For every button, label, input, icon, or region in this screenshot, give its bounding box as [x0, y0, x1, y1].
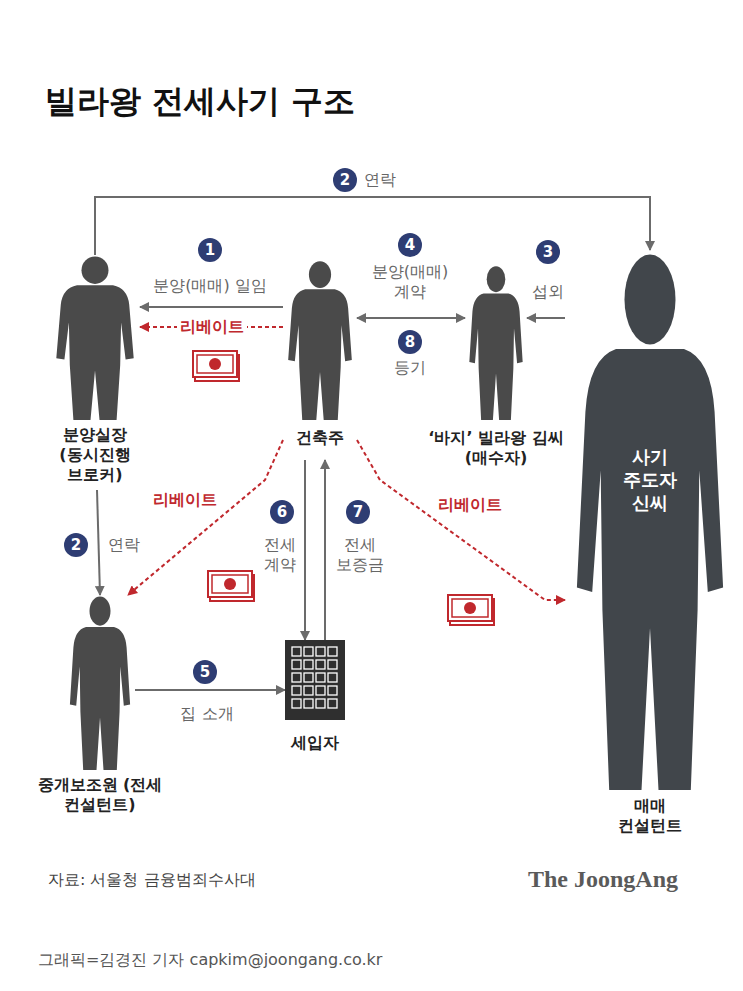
money-icon [208, 571, 254, 601]
building-window [304, 647, 313, 656]
callout-number: 3 [536, 240, 560, 264]
building-window [316, 647, 325, 656]
building-window [328, 647, 337, 656]
edge-label: 분양(매매) 계약 [362, 262, 458, 302]
flow-connector [140, 306, 283, 308]
building-window [316, 699, 325, 708]
callout-number: 2 [64, 533, 88, 557]
flow-connector [357, 317, 465, 319]
building-window [292, 673, 301, 682]
flow-connector [527, 317, 565, 319]
person-head [625, 255, 676, 345]
person-head [487, 266, 506, 292]
node-label: ‘바지’ 빌라왕 김씨 (매수자) [421, 428, 571, 468]
flow-connector [95, 197, 650, 255]
figure-shape [565, 250, 735, 790]
edge-label: 섭외 [529, 282, 567, 302]
person-figure: 분양실장 (동시진행 브로커) [50, 255, 140, 490]
flow-connector [304, 460, 306, 640]
money-icon [193, 351, 239, 381]
building-window [316, 686, 325, 695]
node-label: 분양실장 (동시진행 브로커) [50, 425, 140, 485]
rebate-label: 리베이트 [150, 490, 220, 510]
figure-shape [285, 640, 345, 720]
building-window [304, 660, 313, 669]
building-window [292, 686, 301, 695]
callout-number: 8 [398, 330, 422, 354]
brand-logo: The JoongAng [528, 866, 678, 893]
building-window [328, 660, 337, 669]
source-note: 자료: 서울청 금융범죄수사대 [48, 870, 256, 891]
edge-label: 연락 [361, 170, 399, 190]
figure-shape [65, 595, 135, 770]
edge-label: 전세 계약 [259, 535, 301, 575]
figure-shape [283, 260, 357, 420]
money-icon [448, 595, 494, 625]
flow-connector [135, 689, 285, 691]
edge-label: 분양(매매) 일임 [150, 276, 270, 296]
callout-number: 6 [270, 500, 294, 524]
person-figure: 중개보조원 (전세 컨설턴트) [65, 595, 135, 770]
caption: 그래픽=김경진 기자 capkim@joongang.co.kr [38, 950, 382, 971]
person-body [288, 289, 352, 420]
building-window [292, 647, 301, 656]
rebate-connector [357, 440, 565, 600]
flow-connector [324, 460, 326, 640]
rebate-label: 리베이트 [177, 317, 247, 337]
building-window [304, 686, 313, 695]
person-body [577, 349, 723, 790]
callout-number: 1 [198, 238, 222, 262]
edge-label: 전세 보증금 [331, 535, 389, 575]
edge-label: 집 소개 [177, 704, 236, 724]
callout-number: 4 [398, 233, 422, 257]
figure-shape [465, 265, 527, 420]
callout-number: 7 [346, 500, 370, 524]
building-window [328, 673, 337, 682]
building-window [304, 673, 313, 682]
flow-connector [97, 490, 100, 595]
callout-number: 5 [193, 660, 217, 684]
building-window [316, 660, 325, 669]
person-figure: ‘바지’ 빌라왕 김씨 (매수자) [465, 265, 527, 420]
person-head [82, 256, 109, 284]
node-label: 중개보조원 (전세 컨설턴트) [30, 775, 170, 815]
building-window [328, 699, 337, 708]
title: 빌라왕 전세사기 구조 [45, 80, 355, 124]
building-window [292, 699, 301, 708]
node-label: 세입자 [275, 733, 355, 753]
building-figure: 세입자 [285, 640, 345, 720]
person-head [90, 596, 111, 625]
person-figure: 사기 주도자 신씨매매 컨설턴트 [565, 250, 735, 790]
node-label: 매매 컨설턴트 [605, 796, 695, 836]
callout-number: 2 [333, 168, 357, 192]
building-body [285, 640, 345, 720]
edge-label: 연락 [105, 535, 143, 555]
node-label: 건축주 [283, 428, 357, 448]
building-window [304, 699, 313, 708]
person-head [309, 261, 331, 288]
building-window [328, 686, 337, 695]
building-window [292, 660, 301, 669]
person-body [469, 293, 522, 420]
building-window [316, 673, 325, 682]
person-body [70, 627, 130, 770]
edge-label: 등기 [391, 358, 429, 378]
figure-shape [50, 255, 140, 420]
figure-inner-label: 사기 주도자 신씨 [618, 445, 682, 514]
rebate-label: 리베이트 [435, 495, 505, 515]
person-figure: 건축주 [283, 260, 357, 460]
person-body [56, 285, 133, 420]
